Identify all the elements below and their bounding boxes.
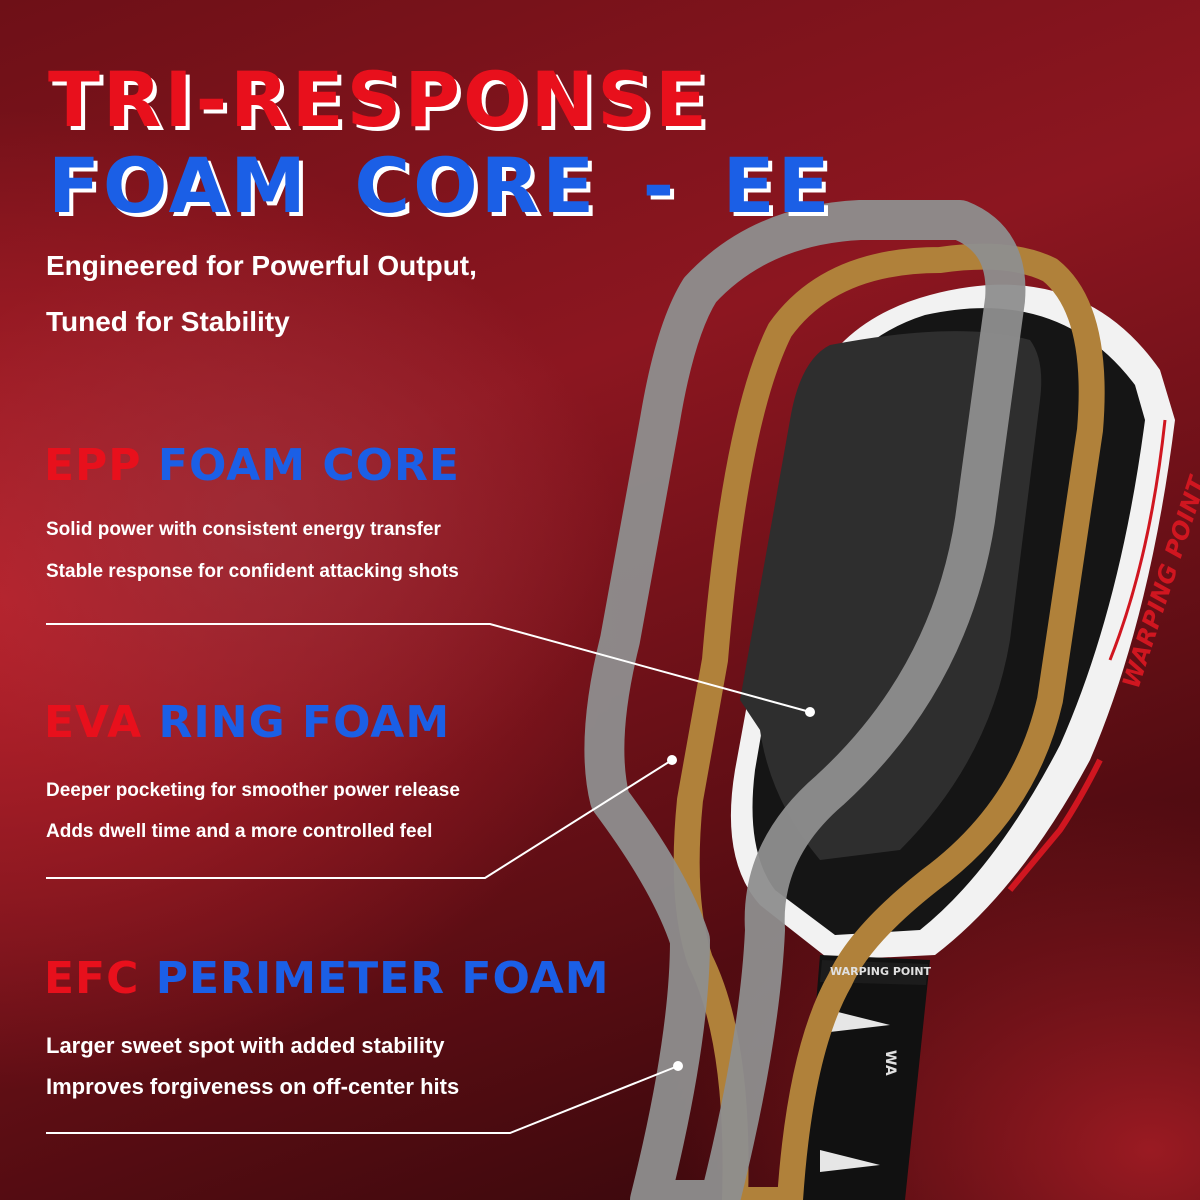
section-heading-rest: FOAM CORE [157, 440, 460, 491]
section-epp-line-1: Solid power with consistent energy trans… [46, 519, 441, 540]
leader-line-efc [46, 1061, 683, 1134]
handle-logo-text: WARPING POINT [830, 965, 932, 978]
leader-line-eva [46, 755, 677, 879]
section-heading-eva: EVA RING FOAM [44, 697, 450, 748]
section-eva-line-2: Adds dwell time and a more controlled fe… [46, 821, 433, 842]
title-line-2: FOAM CORE - EE [48, 141, 833, 230]
section-efc-line-1: Larger sweet spot with added stability [46, 1033, 445, 1058]
title-line-1: TRI-RESPONSE [48, 55, 710, 144]
handle-mark-text: WA [882, 1050, 898, 1076]
leader-line-epp [46, 623, 815, 717]
section-epp-line-2: Stable response for confident attacking … [46, 561, 459, 582]
efc-perimeter-foam [584, 200, 1026, 1200]
section-heading-efc: EFC PERIMETER FOAM [44, 953, 610, 1004]
section-eva-line-1: Deeper pocketing for smoother power rele… [46, 780, 460, 801]
section-heading-rest: RING FOAM [158, 697, 451, 748]
tagline-line-2: Tuned for Stability [46, 306, 290, 337]
tagline-line-1: Engineered for Powerful Output, [46, 250, 477, 281]
section-accent-word: EVA [44, 697, 143, 748]
section-heading-epp: EPP FOAM CORE [44, 440, 460, 491]
section-accent-word: EPP [44, 440, 142, 491]
section-accent-word: EFC [44, 953, 140, 1004]
section-efc-line-2: Improves forgiveness on off-center hits [46, 1074, 460, 1099]
section-heading-rest: PERIMETER FOAM [155, 953, 610, 1004]
